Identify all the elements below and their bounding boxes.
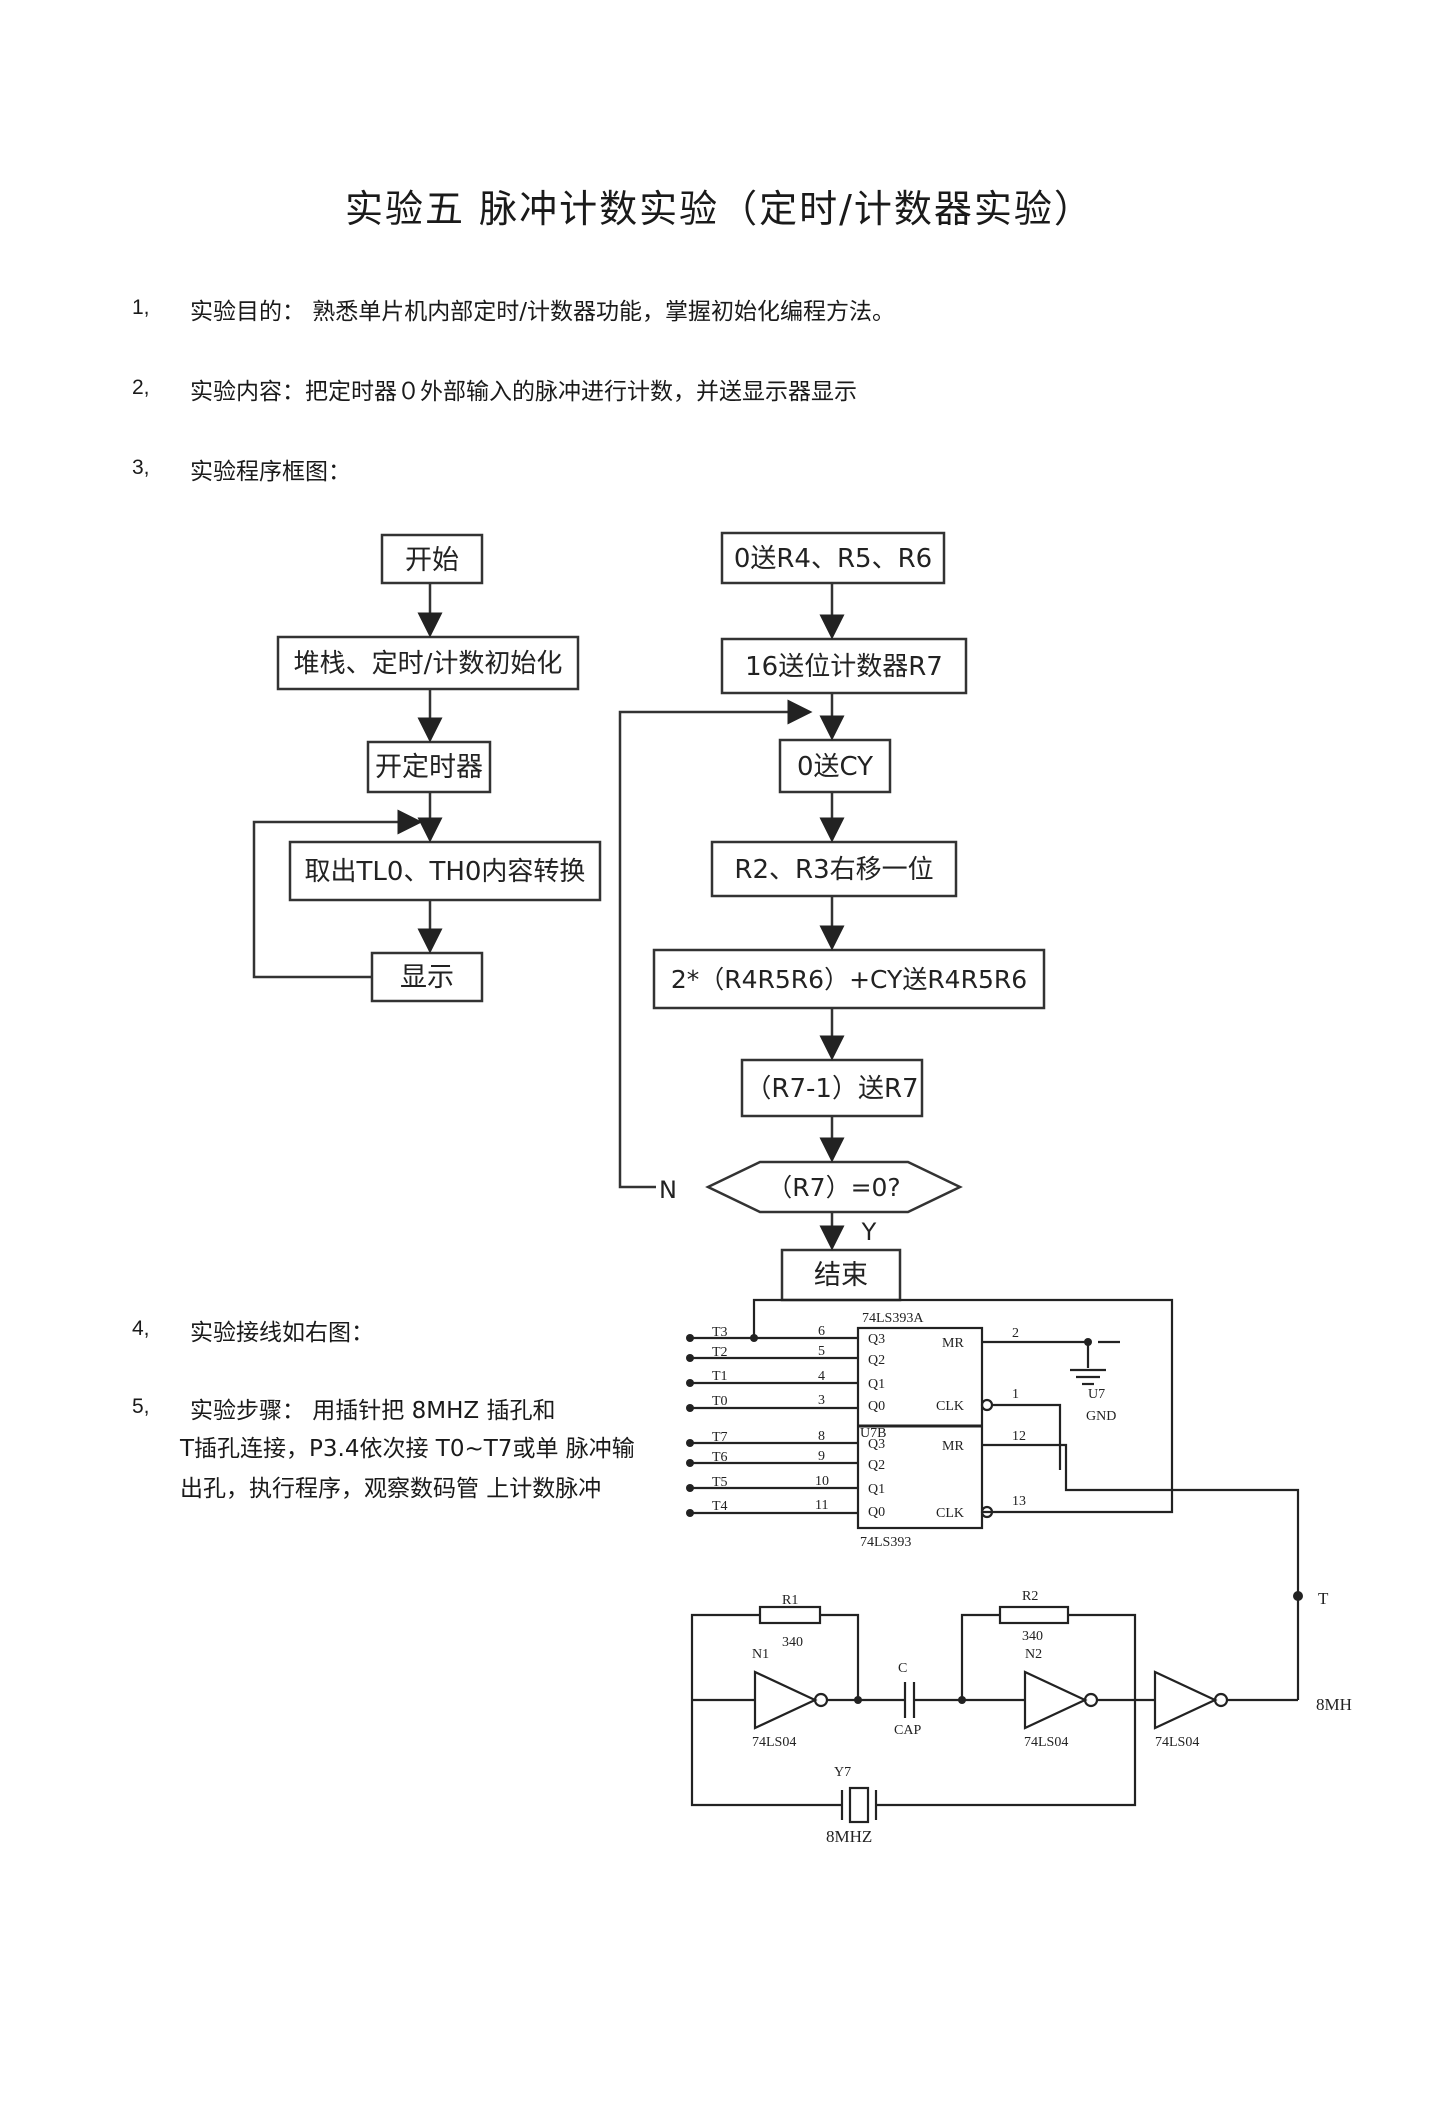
mr-b-pin: 12: [1012, 1429, 1026, 1444]
fc-double-label: 2*（R4R5R6）+CY送R4R5R6: [671, 965, 1027, 994]
clk-b-pin: 13: [1012, 1494, 1026, 1509]
resistor-r2: [998, 1605, 1070, 1625]
pin-num-a-3: 3: [818, 1393, 825, 1408]
n2-label: N2: [1025, 1647, 1042, 1662]
t-label: T: [1318, 1589, 1329, 1608]
crystal-value: 8MHZ: [826, 1827, 872, 1846]
fc-no-label: N: [659, 1176, 677, 1204]
pin-a-1: T2: [712, 1345, 728, 1360]
fc-cond-label: （R7）=0?: [767, 1173, 900, 1202]
q-a-0: Q3: [868, 1332, 885, 1347]
fc-count16-label: 16送位计数器R7: [745, 652, 943, 682]
n1-label: N1: [752, 1647, 769, 1662]
clk-a-pin: 1: [1012, 1387, 1019, 1402]
pin-num-b-1: 9: [818, 1449, 825, 1464]
n2-part: 74LS04: [1024, 1735, 1068, 1750]
pin-num-a-1: 5: [818, 1344, 825, 1359]
inverter-n2: [1023, 1670, 1088, 1730]
fc-double-box: [652, 948, 1046, 1010]
clk-a-label: CLK: [936, 1399, 964, 1414]
inverter-n1: [753, 1670, 818, 1730]
pin-num-b-2: 10: [815, 1474, 829, 1489]
item-1-text: 实验目的： 熟悉单片机内部定时/计数器功能，掌握初始化编程方法。: [190, 299, 896, 325]
chip-74ls393: [856, 1326, 984, 1530]
pin-num-a-0: 6: [818, 1324, 825, 1339]
q-a-3: Q0: [868, 1399, 885, 1414]
fc-end-label: 结束: [814, 1260, 868, 1291]
fc-shift-label: R2、R3右移一位: [734, 855, 933, 885]
item-2-number: 2,: [132, 376, 150, 399]
step5-line-1: T插孔连接，P3.4依次接 T0~T7或单 脉冲输: [180, 1436, 635, 1462]
n3-part: 74LS04: [1155, 1735, 1199, 1750]
crystal-label: Y7: [834, 1765, 851, 1780]
q-b-1: Q2: [868, 1458, 885, 1473]
fc-zero-cy-label: 0送CY: [797, 752, 873, 782]
pin-num-b-3: 11: [815, 1498, 828, 1513]
mr-a-pin: 2: [1012, 1326, 1019, 1341]
pin-b-2: T5: [712, 1475, 728, 1490]
item-3-number: 3,: [132, 456, 150, 479]
pin-a-2: T1: [712, 1369, 728, 1384]
mr-a-label: MR: [942, 1336, 964, 1351]
cap-label: C: [898, 1661, 907, 1676]
r1-value: 340: [782, 1635, 803, 1650]
r2-label: R2: [1022, 1589, 1038, 1604]
page-title: 实验五 脉冲计数实验（定时/计数器实验）: [345, 187, 1094, 231]
pin-b-1: T6: [712, 1450, 728, 1465]
mr-b-label: MR: [942, 1439, 964, 1454]
q-b-2: Q1: [868, 1482, 885, 1497]
pin-a-0: T3: [712, 1325, 728, 1340]
step5-line-2: 出孔，执行程序，观察数码管 上计数脉冲: [180, 1476, 602, 1502]
item-4-text: 实验接线如右图：: [190, 1320, 374, 1346]
gnd-ref: U7: [1088, 1387, 1105, 1402]
chip-a-label: 74LS393A: [862, 1311, 924, 1326]
item-4-number: 4,: [132, 1317, 150, 1340]
item-1-number: 1,: [132, 296, 150, 319]
q-a-2: Q1: [868, 1377, 885, 1392]
q-b-0: Q3: [868, 1437, 885, 1452]
gnd-label: GND: [1086, 1409, 1116, 1424]
fc-open-timer-label: 开定时器: [375, 752, 483, 783]
r1-label: R1: [782, 1593, 798, 1608]
fc-init-label: 堆栈、定时/计数初始化: [294, 649, 563, 679]
fc-start-box: [380, 533, 484, 585]
n1-part: 74LS04: [752, 1735, 796, 1750]
item-3-text: 实验程序框图：: [190, 459, 351, 485]
fc-zero-label: 0送R4、R5、R6: [734, 544, 932, 574]
item-2-text: 实验内容：把定时器０外部输入的脉冲进行计数，并送显示器显示: [190, 379, 857, 405]
fc-start-label: 开始: [405, 545, 459, 576]
fc-display-label: 显示: [400, 962, 454, 993]
clk-b-label: CLK: [936, 1506, 964, 1521]
out-8mh-label: 8MH: [1316, 1695, 1352, 1714]
r2-value: 340: [1022, 1629, 1043, 1644]
fc-read-label: 取出TL0、TH0内容转换: [305, 857, 586, 887]
chip-b-label: 74LS393: [860, 1535, 911, 1550]
pin-num-a-2: 4: [818, 1369, 825, 1384]
inverter-n3: [1153, 1670, 1218, 1730]
cap-value: CAP: [894, 1723, 921, 1738]
crystal-y7: [848, 1786, 870, 1824]
item-5-number: 5,: [132, 1395, 150, 1418]
resistor-r1: [758, 1605, 822, 1625]
fc-cond-diamond: [705, 1160, 963, 1214]
fc-yes-label: Y: [861, 1218, 877, 1246]
fc-read-box: [288, 840, 602, 902]
pin-num-b-0: 8: [818, 1429, 825, 1444]
chip-b-top-label: U7B: [860, 1426, 886, 1441]
q-b-3: Q0: [868, 1505, 885, 1520]
fc-dec-label: （R7-1）送R7: [745, 1074, 918, 1104]
pin-b-3: T4: [712, 1499, 728, 1514]
pin-b-0: T7: [712, 1430, 728, 1445]
q-a-1: Q2: [868, 1353, 885, 1368]
pin-a-3: T0: [712, 1394, 728, 1409]
item-5-text: 实验步骤： 用插针把 8MHZ 插孔和: [190, 1398, 556, 1424]
